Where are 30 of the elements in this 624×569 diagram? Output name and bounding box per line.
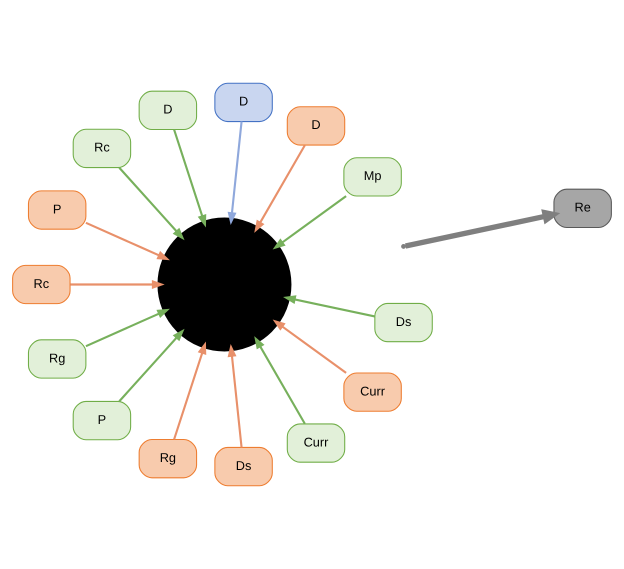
arrow	[86, 308, 170, 348]
node-box: Rg	[28, 339, 86, 379]
node-box: D	[286, 106, 346, 146]
node-box: Curr	[286, 423, 346, 463]
node-box: D	[214, 82, 273, 122]
arrow	[173, 341, 206, 440]
arrow	[254, 336, 306, 424]
arrow	[70, 280, 165, 289]
arrow	[405, 209, 560, 249]
node-box: Rc	[12, 264, 71, 304]
node-box: Mp	[343, 157, 402, 197]
arrow	[272, 195, 347, 250]
arrow	[228, 344, 243, 448]
arrow	[118, 328, 185, 402]
node-box: Ds	[374, 302, 433, 342]
node-box: Ds	[214, 446, 273, 486]
arrow	[228, 121, 243, 225]
node-box: P	[72, 400, 132, 440]
arrow	[118, 166, 185, 240]
arrow	[272, 320, 347, 374]
node-box: Rc	[72, 128, 132, 168]
node-box: P	[28, 190, 86, 230]
arrow	[173, 129, 206, 228]
node-box: D	[138, 90, 198, 130]
arrow	[283, 295, 375, 318]
arrow	[86, 222, 170, 260]
node-box: Curr	[343, 372, 402, 412]
arrow	[254, 144, 306, 233]
node-box: Re	[553, 188, 612, 228]
node-box: Rg	[138, 438, 198, 478]
